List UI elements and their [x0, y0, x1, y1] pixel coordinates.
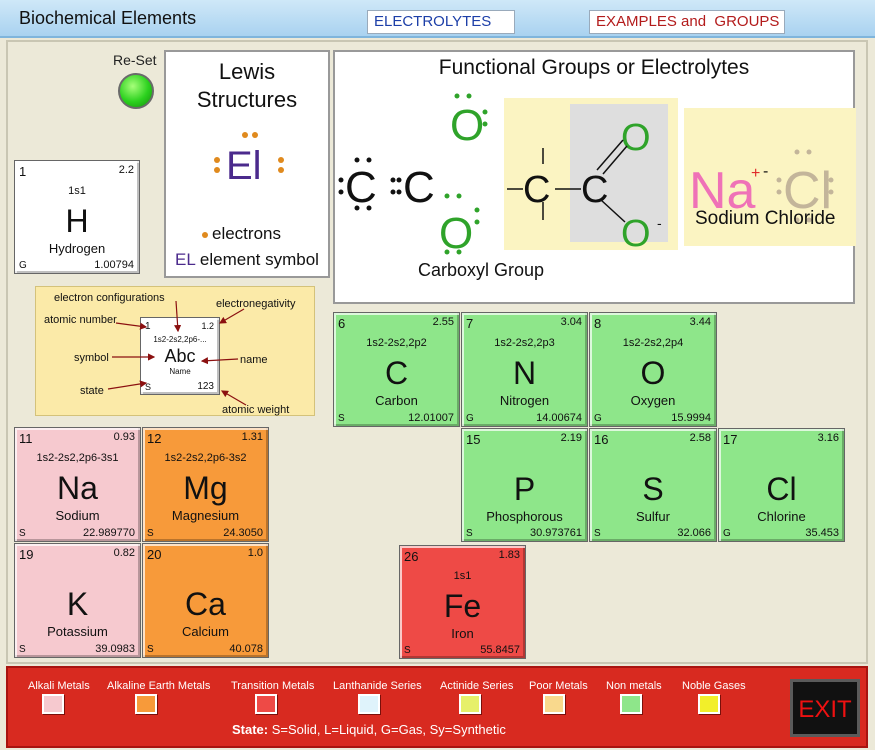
- carbon-atom-3: C: [523, 169, 550, 211]
- electron-dot: [214, 157, 220, 163]
- legend-swatch-alkaline-earth[interactable]: [135, 694, 157, 714]
- tab-examples-groups[interactable]: EXAMPLES and GROUPS: [589, 10, 785, 34]
- element-tile-magnesium[interactable]: 12 1.31 1s2-2s2,2p6-3s2 Mg Magnesium S 2…: [142, 427, 269, 542]
- sodium-symbol: Na: [689, 162, 756, 220]
- reset-label: Re-Set: [113, 52, 157, 68]
- element-tile-nitrogen[interactable]: 7 3.04 1s2-2s2,2p3 N Nitrogen G 14.00674: [461, 312, 588, 427]
- legend-electron-dot: [202, 232, 208, 238]
- legend-swatch-lanthanide[interactable]: [358, 694, 380, 714]
- key-label-atomic-number: atomic number: [44, 314, 117, 326]
- state-legend: State: S=Solid, L=Liquid, G=Gas, Sy=Synt…: [232, 722, 506, 737]
- key-label-state: state: [80, 385, 104, 397]
- legend-label-nonmetals: Non metals: [606, 680, 662, 692]
- carboxyl-gray-highlight: [570, 104, 668, 242]
- oxygen-charge: -: [657, 215, 662, 231]
- key-label-electronegativity: electronegativity: [216, 298, 296, 310]
- legend-label-alkaline-earth: Alkaline Earth Metals: [107, 680, 211, 692]
- tab-electrolytes[interactable]: ELECTROLYTES: [367, 10, 515, 34]
- legend-swatch-transition[interactable]: [255, 694, 277, 714]
- carbon-atom-1: C: [345, 163, 377, 212]
- element-tile-phosphorous[interactable]: 15 2.19 P Phosphorous S 30.973761: [461, 428, 588, 542]
- element-tile-hydrogen[interactable]: 1 2.2 1s1 H Hydrogen G 1.00794: [14, 160, 140, 274]
- exit-button[interactable]: EXIT: [790, 679, 860, 737]
- sodium-chloride-caption: Sodium Chloride: [695, 208, 836, 229]
- legend-label-lanthanide: Lanthanide Series: [333, 680, 422, 692]
- element-key-panel: electron configurations electronegativit…: [35, 286, 315, 416]
- element-tile-oxygen[interactable]: 8 3.44 1s2-2s2,2p4 O Oxygen G 15.9994: [589, 312, 717, 427]
- oxygen-atom-4: O: [621, 213, 651, 255]
- electron-dot: [278, 167, 284, 173]
- legend-electrons: electrons: [212, 224, 281, 243]
- chlorine-symbol: Cl: [783, 162, 832, 220]
- oxygen-atom-bottom: O: [439, 209, 473, 258]
- legend-swatch-actinide[interactable]: [459, 694, 481, 714]
- element-tile-iron[interactable]: 26 1.83 1s1 Fe Iron S 55.8457: [399, 545, 526, 659]
- element-tile-calcium[interactable]: 20 1.0 Ca Calcium S 40.078: [142, 543, 269, 658]
- electron-dot: [252, 132, 258, 138]
- element-tile-sulfur[interactable]: 16 2.58 S Sulfur S 32.066: [589, 428, 717, 542]
- element-tile-chlorine[interactable]: 17 3.16 Cl Chlorine G 35.453: [718, 428, 845, 542]
- legend-label-transition: Transition Metals: [231, 680, 315, 692]
- legend-swatch-noble-gases[interactable]: [698, 694, 720, 714]
- legend-label-actinide: Actinide Series: [440, 680, 514, 692]
- key-label-weight: atomic weight: [222, 404, 290, 416]
- carboxyl-structure-diagram: C C O O C C O O Na Cl: [338, 93, 834, 258]
- element-tile-carbon[interactable]: 6 2.55 1s2-2s2,2p2 C Carbon S 12.01007: [333, 312, 460, 427]
- legend-swatch-nonmetals[interactable]: [620, 694, 642, 714]
- element-tile-sodium[interactable]: 11 0.93 1s2-2s2,2p6-3s1 Na Sodium S 22.9…: [14, 427, 141, 542]
- electron-dot: [242, 132, 248, 138]
- carboxyl-caption: Carboxyl Group: [418, 260, 545, 280]
- reset-button[interactable]: [118, 73, 154, 109]
- legend-swatch-alkali[interactable]: [42, 694, 64, 714]
- oxygen-atom-top: O: [450, 101, 484, 150]
- key-label-name: name: [240, 354, 268, 366]
- legend-element-symbol: EL element symbol: [175, 250, 319, 269]
- sodium-charge: +: [751, 165, 760, 182]
- functional-groups-panel: Functional Groups or Electrolytes C C O …: [333, 50, 856, 304]
- oxygen-atom-3: O: [621, 117, 651, 159]
- legend-label-alkali: Alkali Metals: [28, 680, 90, 692]
- electron-dot: [278, 157, 284, 163]
- chlorine-charge: -: [763, 163, 768, 180]
- legend-label-poor-metals: Poor Metals: [529, 680, 588, 692]
- key-label-config: electron configurations: [54, 292, 165, 304]
- lewis-title: Lewis Structures: [196, 59, 298, 112]
- element-tile-potassium[interactable]: 19 0.82 K Potassium S 39.0983: [14, 543, 141, 658]
- lewis-element-symbol: El: [226, 144, 262, 188]
- sodium-chloride-highlight: [684, 108, 856, 246]
- key-label-symbol: symbol: [74, 352, 109, 364]
- legend-swatch-poor-metals[interactable]: [543, 694, 565, 714]
- key-arrows: [107, 300, 247, 406]
- electron-dot: [214, 167, 220, 173]
- functional-groups-title: Functional Groups or Electrolytes: [438, 56, 750, 79]
- legend-label-noble-gases: Noble Gases: [682, 680, 746, 692]
- carbon-atom-2: C: [403, 163, 435, 212]
- lewis-structures-panel: Lewis Structures El electrons EL element…: [164, 50, 330, 278]
- carbon-atom-4: C: [581, 169, 608, 211]
- app-title: Biochemical Elements: [19, 8, 197, 28]
